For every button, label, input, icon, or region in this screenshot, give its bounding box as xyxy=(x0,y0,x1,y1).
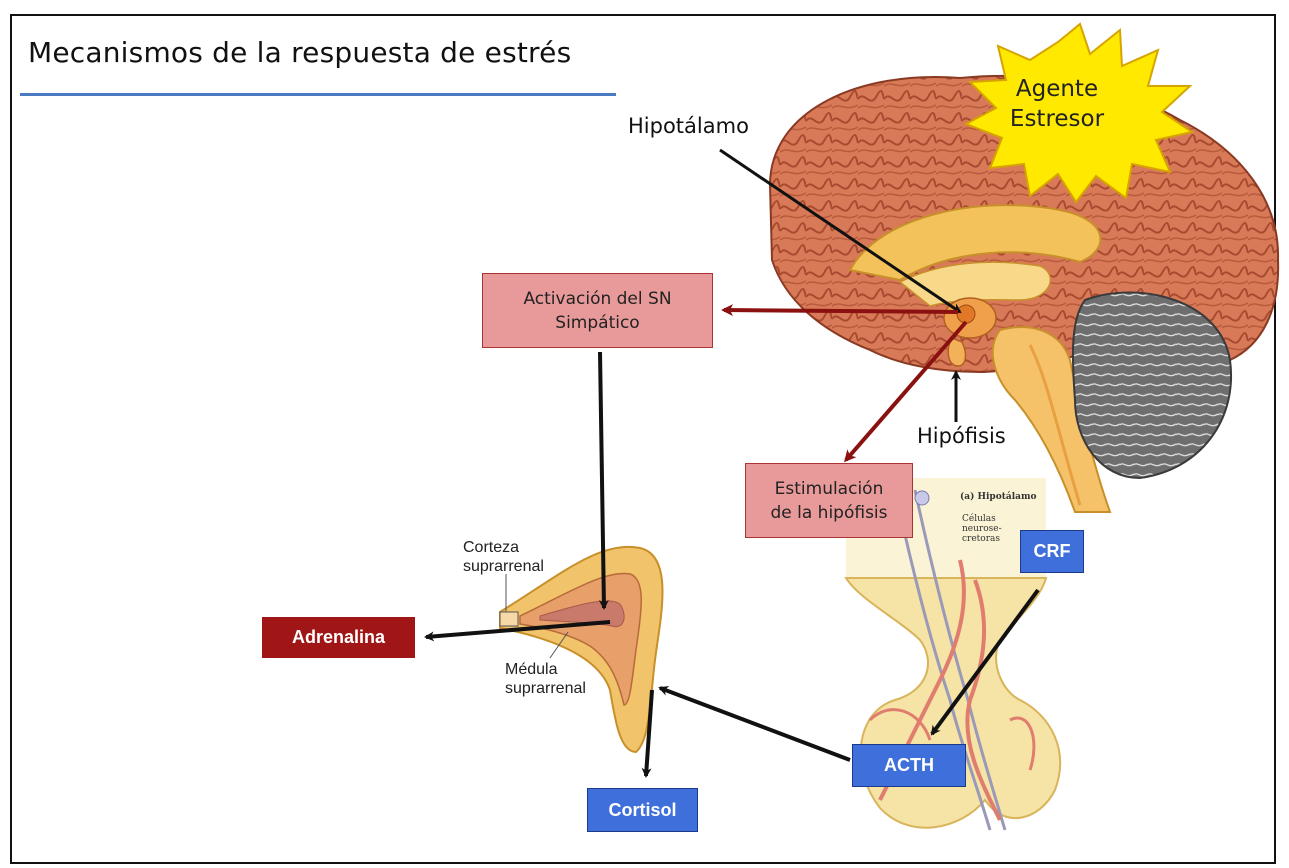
adrenal-gland-illustration xyxy=(500,547,663,752)
label-corteza-line-1: Corteza xyxy=(463,538,544,557)
label-medula-line-2: suprarrenal xyxy=(505,679,586,698)
inset-cells-line-1: Células xyxy=(962,514,1002,524)
estimulacion-hipofisis-box: Estimulación de la hipófisis xyxy=(745,463,913,538)
inset-title: (a) Hipotálamo xyxy=(960,492,1036,502)
crf-box: CRF xyxy=(1020,530,1084,573)
cortisol-box: Cortisol xyxy=(587,788,698,832)
inset-cells-line-2: neurose- xyxy=(962,524,1002,534)
estimulacion-line-1: Estimulación xyxy=(775,477,884,501)
label-medula-line-1: Médula xyxy=(505,660,586,679)
estimulacion-line-2: de la hipófisis xyxy=(770,501,887,525)
acth-box: ACTH xyxy=(852,744,966,787)
stressor-line-2: Estresor xyxy=(1002,104,1112,134)
label-corteza-line-2: suprarrenal xyxy=(463,557,544,576)
stressor-label: Agente Estresor xyxy=(1002,74,1112,134)
label-medula-suprarrenal: Médula suprarrenal xyxy=(505,660,586,698)
label-hipofisis: Hipófisis xyxy=(917,424,1006,448)
activacion-sn-box: Activación del SN Simpático xyxy=(482,273,713,348)
adrenalina-box: Adrenalina xyxy=(262,617,415,658)
inset-cells-label: Células neurose- cretoras xyxy=(962,514,1002,544)
arrow-to-activacion xyxy=(724,310,958,312)
stressor-line-1: Agente xyxy=(1002,74,1112,104)
activacion-line-2: Simpático xyxy=(555,311,639,335)
arrow-acth-to-adrenal xyxy=(660,688,850,760)
label-hipotalamo: Hipotálamo xyxy=(628,114,749,138)
label-corteza-suprarrenal: Corteza suprarrenal xyxy=(463,538,544,576)
inset-cells-line-3: cretoras xyxy=(962,534,1002,544)
activacion-line-1: Activación del SN xyxy=(523,287,671,311)
